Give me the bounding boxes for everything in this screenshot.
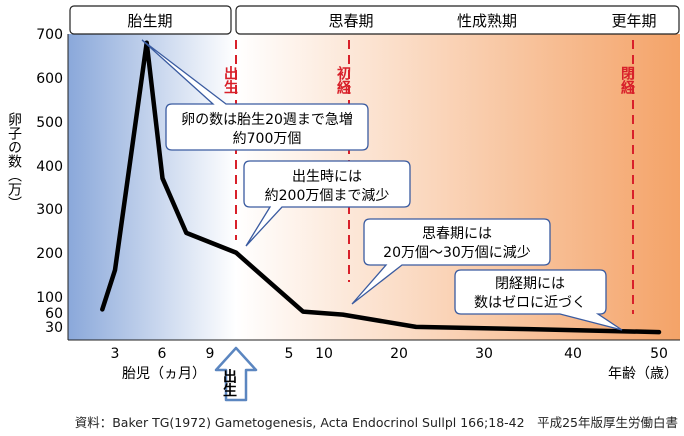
x-label-age: 年齢（歳）	[608, 366, 678, 382]
callout-puberty: 思春期には 20万個〜30万個に減少	[351, 218, 551, 305]
event-label-menarche: 初経	[335, 65, 351, 94]
callout-birth-line-2: 約200万個まで減少	[265, 187, 390, 204]
y-axis-label: 卵子の数（万）	[6, 112, 22, 210]
y-tick-300: 300	[36, 202, 63, 218]
x-tick-age-40: 40	[564, 346, 582, 362]
callout-birth: 出生時には 約200万個まで減少	[243, 160, 411, 247]
y-tick-100: 100	[36, 290, 63, 306]
phase-puberty: 思春期	[328, 12, 373, 30]
callout-puberty-line-2: 20万個〜30万個に減少	[383, 244, 531, 261]
callout-menopause: 閉経期には 数はゼロに近づく	[454, 269, 623, 331]
x-label-fetal: 胎児（ヵ月）	[122, 366, 206, 382]
event-label-birth: 出生	[222, 65, 238, 94]
callout-puberty-shape	[351, 218, 551, 305]
x-tick-age-50: 50	[650, 346, 668, 362]
series-line	[100, 40, 662, 335]
callout-menopause-line-2: 数はゼロに近づく	[474, 295, 586, 311]
phase-box-fetal	[69, 5, 232, 35]
callout-puberty-line-1: 思春期には	[422, 226, 492, 242]
birth-arrow	[214, 346, 258, 402]
x-tick-age-10: 10	[315, 346, 333, 362]
x-tick-fetal-6: 6	[158, 346, 167, 362]
event-label-menopause: 閉経	[619, 66, 635, 94]
y-tick-400: 400	[36, 159, 63, 175]
x-tick-age-30: 30	[475, 346, 493, 362]
x-tick-fetal-3: 3	[111, 346, 120, 362]
y-tick-60: 60	[45, 306, 63, 322]
x-tick-age-20: 20	[390, 346, 408, 362]
callout-menopause-shape	[454, 269, 623, 331]
x-tick-fetal-9: 9	[206, 346, 215, 362]
x-tick-age-5: 5	[285, 346, 294, 362]
y-tick-30: 30	[45, 320, 63, 336]
y-tick-200: 200	[36, 246, 63, 262]
callout-birth-line-1: 出生時には	[292, 169, 362, 185]
callout-peak-line-2: 約700万個	[233, 131, 302, 147]
phase-box-postnatal	[235, 5, 680, 35]
callout-peak-line-1: 卵の数は胎生20週まで急増	[181, 112, 353, 128]
y-tick-700: 700	[36, 27, 63, 43]
callout-menopause-line-1: 閉経期には	[495, 276, 565, 292]
phase-fetal: 胎生期	[127, 12, 172, 30]
phase-menopause: 更年期	[611, 12, 656, 30]
phase-maturity: 性成熟期	[457, 12, 517, 30]
y-tick-500: 500	[36, 115, 63, 131]
callout-peak-shape	[141, 39, 369, 151]
y-tick-600: 600	[36, 71, 63, 87]
y-tick-labels: 700 600 500 400 300 200 100 60 30	[36, 27, 63, 336]
source-citation: 資料：Baker TG(1972) Gametogenesis, Acta En…	[74, 415, 678, 430]
callout-birth-shape	[243, 160, 411, 247]
birth-arrow-label: 出生	[221, 368, 237, 397]
callout-peak: 卵の数は胎生20週まで急増 約700万個	[141, 39, 369, 151]
